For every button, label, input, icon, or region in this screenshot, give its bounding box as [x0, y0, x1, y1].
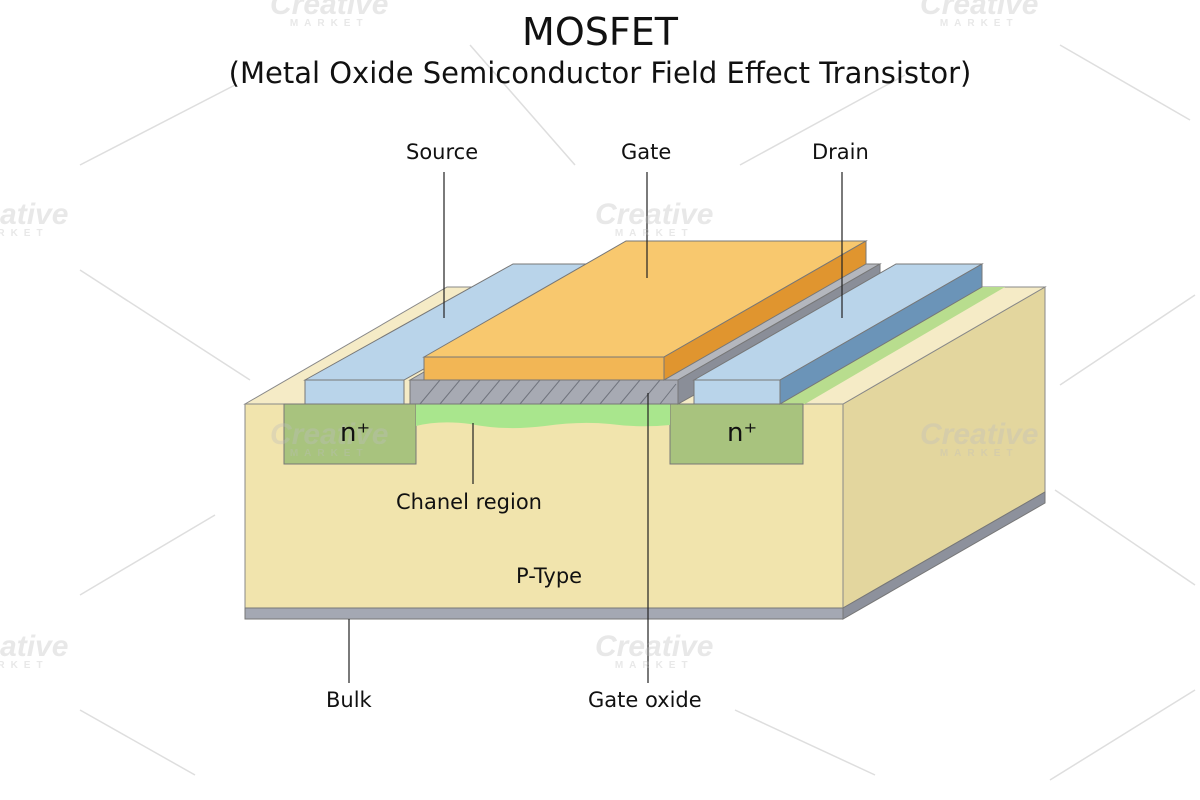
bulk-plate-side [842, 491, 1046, 620]
gate-oxide-hatch [419, 379, 677, 405]
label-n-plus-drain: n⁺ [727, 418, 758, 448]
leader-lines [348, 172, 843, 683]
label-source: Source [406, 140, 479, 164]
label-p-type: P-Type [516, 564, 583, 588]
source-contact-front [304, 379, 405, 405]
channel-region [416, 404, 670, 429]
gate-front [423, 356, 665, 381]
label-channel-region: Chanel region [396, 490, 542, 514]
page-subtitle: (Metal Oxide Semiconductor Field Effect … [228, 56, 972, 90]
bulk-plate-front [244, 607, 844, 620]
page-title: MOSFET [522, 10, 678, 54]
drain-contact-front [693, 379, 781, 405]
n-plus-source-region [283, 403, 417, 465]
n-plus-drain-region [669, 403, 804, 465]
label-bulk: Bulk [326, 688, 372, 712]
drain-region-top [780, 287, 1005, 404]
label-drain: Drain [812, 140, 869, 164]
label-n-plus-source: n⁺ [340, 418, 371, 448]
label-gate: Gate [621, 140, 672, 164]
label-gate-oxide: Gate oxide [588, 688, 702, 712]
